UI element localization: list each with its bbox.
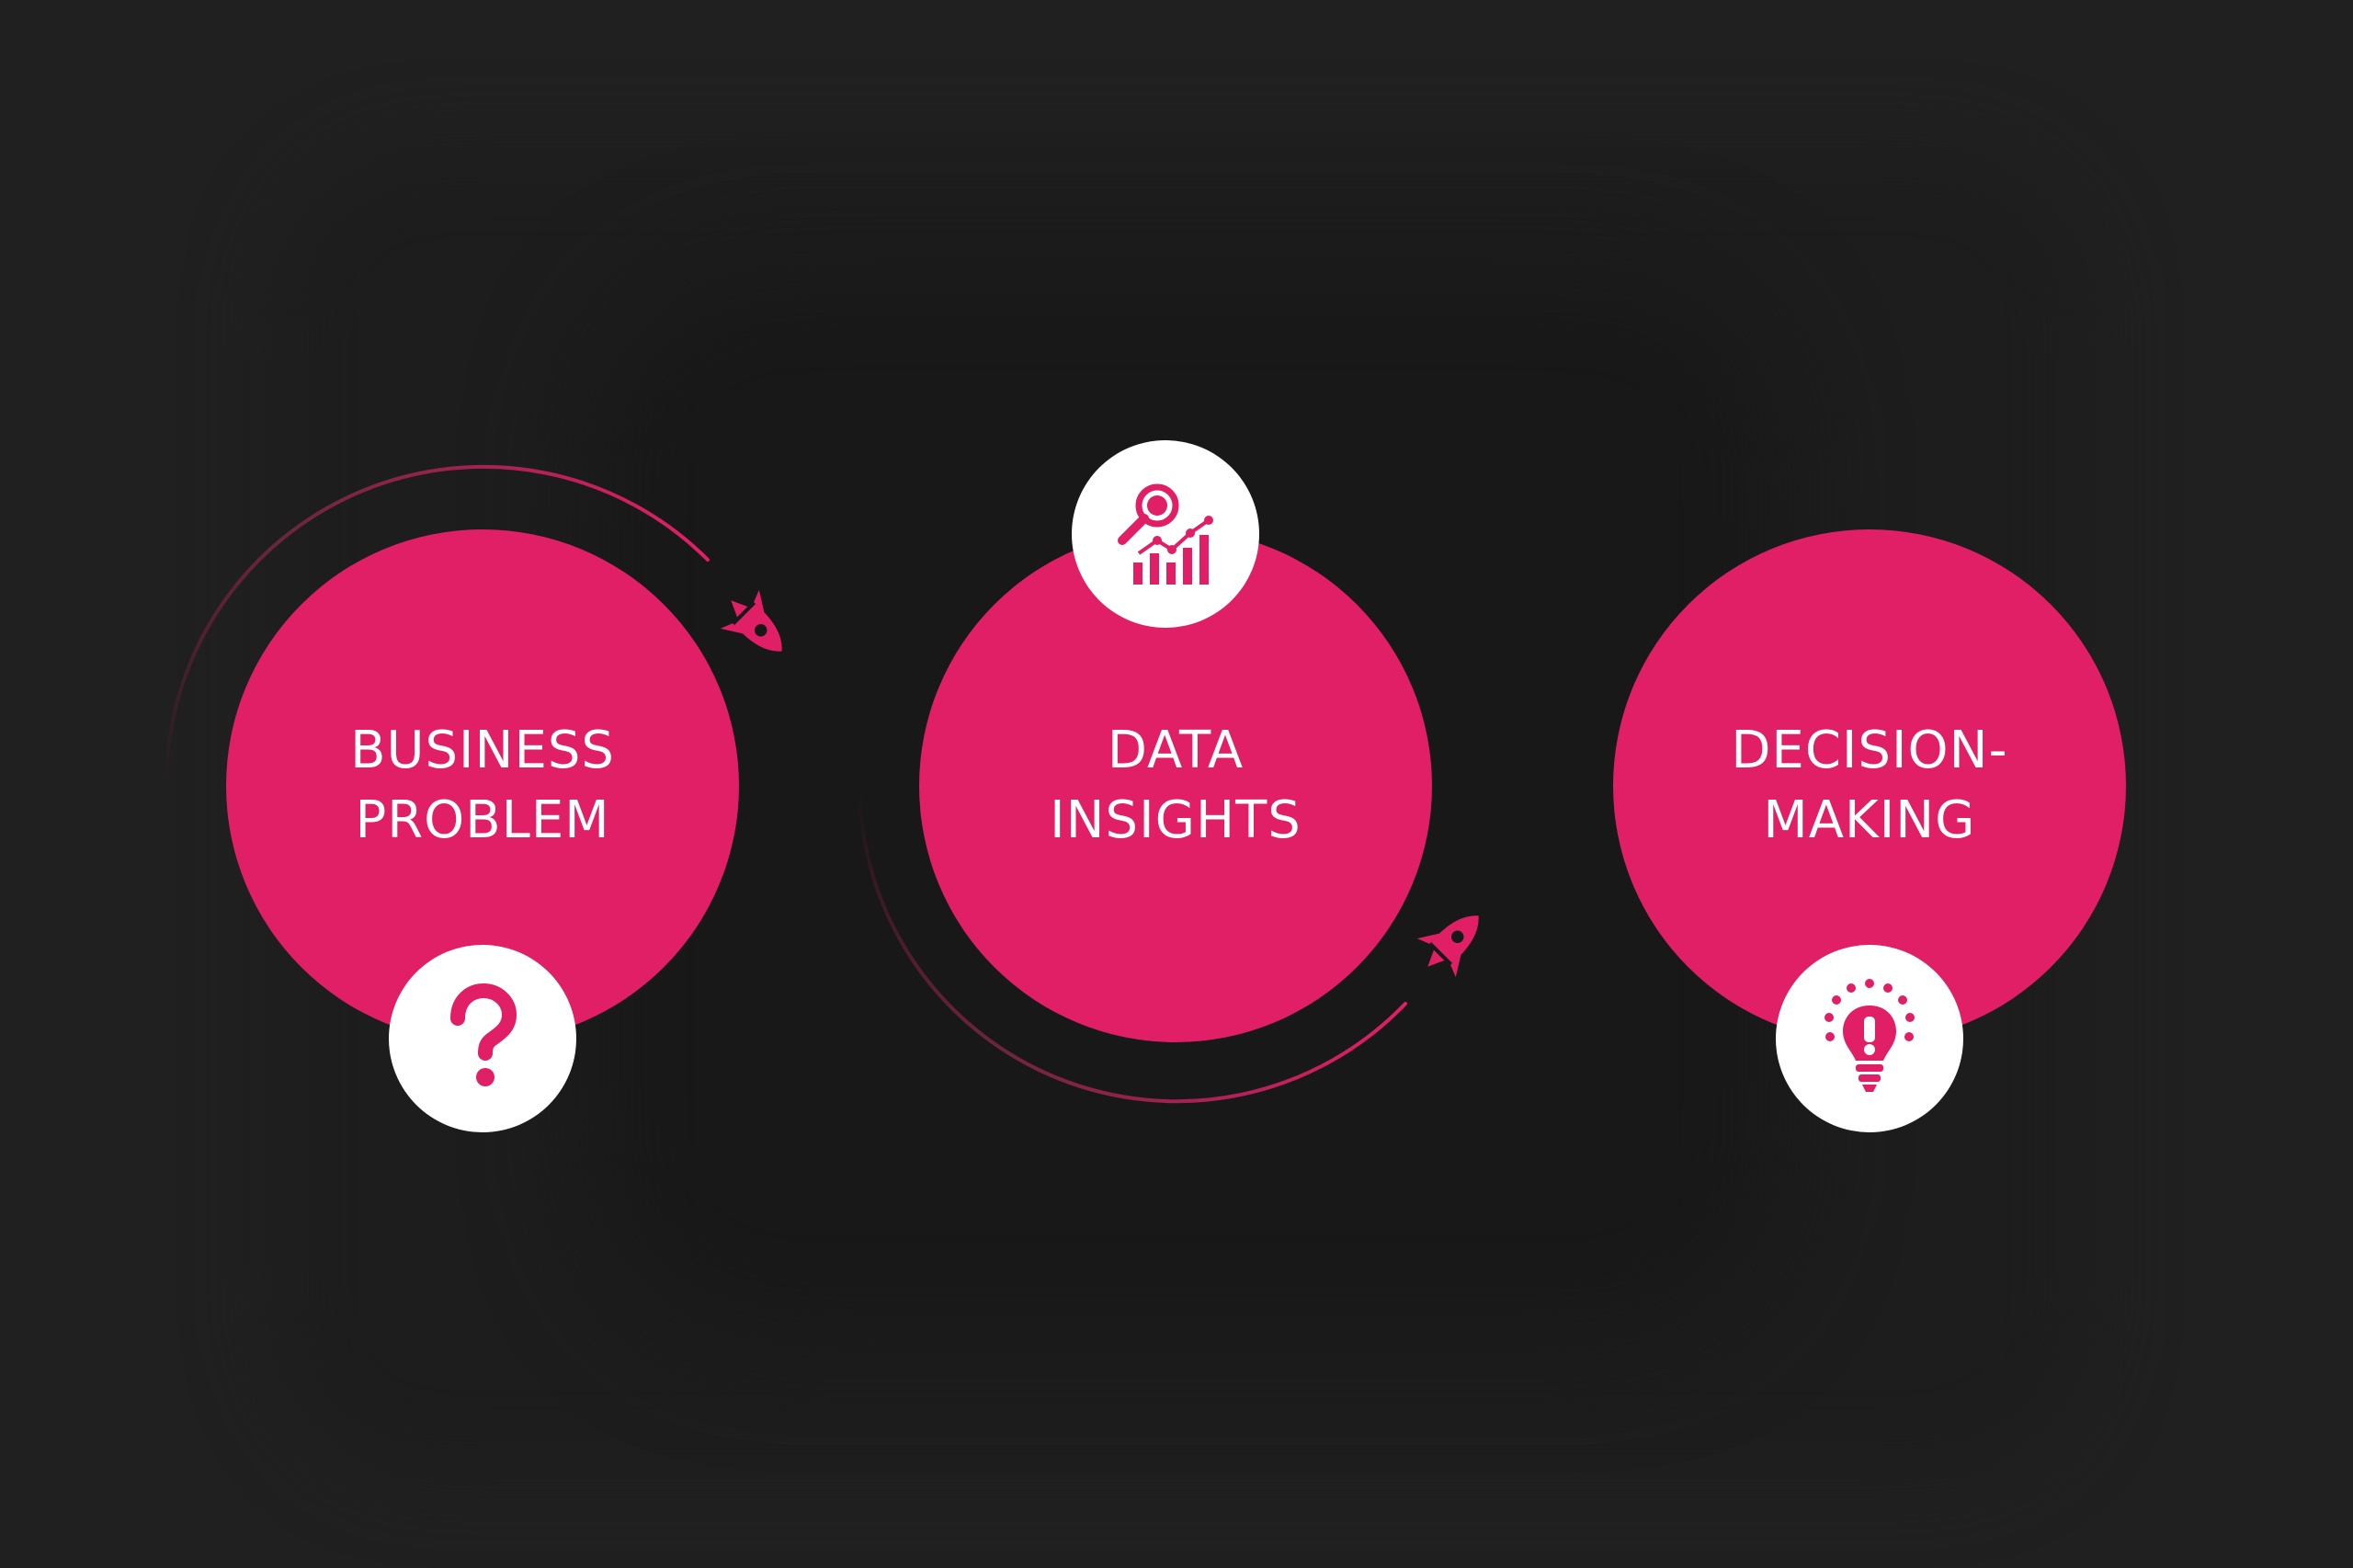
question-badge bbox=[389, 945, 576, 1132]
step-decision-making: DECISION- MAKING bbox=[1613, 529, 2126, 1042]
rocket-icon bbox=[720, 589, 782, 652]
step-label-line: DATA bbox=[1107, 721, 1245, 780]
data-analysis-icon bbox=[1118, 483, 1213, 585]
step-label-line: INSIGHTS bbox=[1050, 790, 1302, 850]
step-label: BUSINESS PROBLEM bbox=[350, 716, 615, 856]
arc-connector-2 bbox=[857, 780, 1407, 1104]
lightbulb-badge bbox=[1776, 945, 1963, 1132]
data-analysis-badge bbox=[1072, 440, 1259, 628]
step-label: DECISION- MAKING bbox=[1731, 716, 2007, 856]
step-label-line: DECISION- bbox=[1731, 721, 2008, 780]
step-label-line: BUSINESS bbox=[350, 721, 615, 780]
step-label: DATA INSIGHTS bbox=[1050, 716, 1302, 856]
step-business-problem: BUSINESS PROBLEM bbox=[226, 529, 739, 1042]
step-label-line: MAKING bbox=[1763, 790, 1976, 850]
question-mark-icon bbox=[450, 983, 517, 1086]
rocket-icon bbox=[1416, 915, 1479, 978]
arc-connector-1 bbox=[165, 464, 710, 786]
lightbulb-icon bbox=[1824, 979, 1915, 1092]
step-label-line: PROBLEM bbox=[355, 790, 610, 850]
